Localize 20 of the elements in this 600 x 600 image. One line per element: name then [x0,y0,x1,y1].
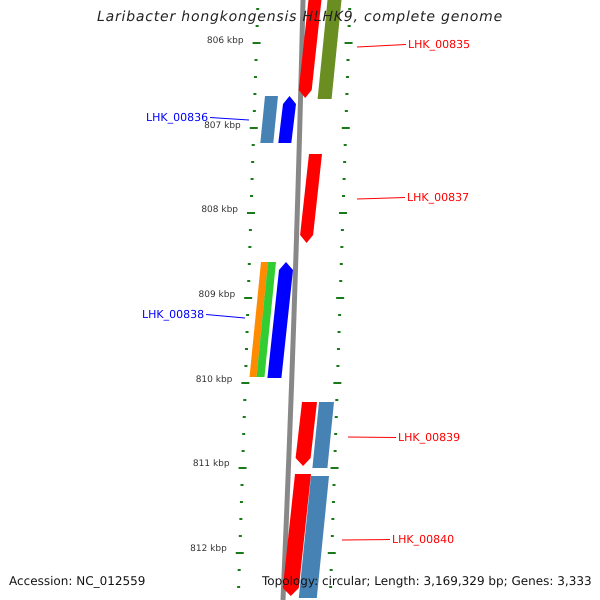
genome-info-text: Topology: circular; Length: 3,169,329 bp; Genes: 3,333 [262,574,592,588]
tick-label: 808 kbp [200,205,238,215]
leader-line [356,197,406,200]
tick-label: 806 kbp [206,36,244,46]
leader-line [210,117,250,120]
gene-label: LHK_00840 [392,533,454,546]
leader-line [356,44,406,48]
gene-label: LHK_00838 [142,308,204,321]
leader-line [348,436,396,438]
gene-label: LHK_00839 [398,431,460,444]
accession-text: Accession: NC_012559 [9,574,146,588]
tick-label: 812 kbp [189,544,227,554]
leader-line [206,314,246,318]
leader-line [342,539,390,540]
gene-label: LHK_00835 [408,38,470,51]
tick-label: 809 kbp [198,290,236,300]
tick-label: 810 kbp [194,375,232,385]
gene-label: LHK_00837 [407,191,470,204]
map-title: Laribacter hongkongensis HLHK9, complete genome [96,9,504,25]
tick-label: 811 kbp [192,459,230,469]
